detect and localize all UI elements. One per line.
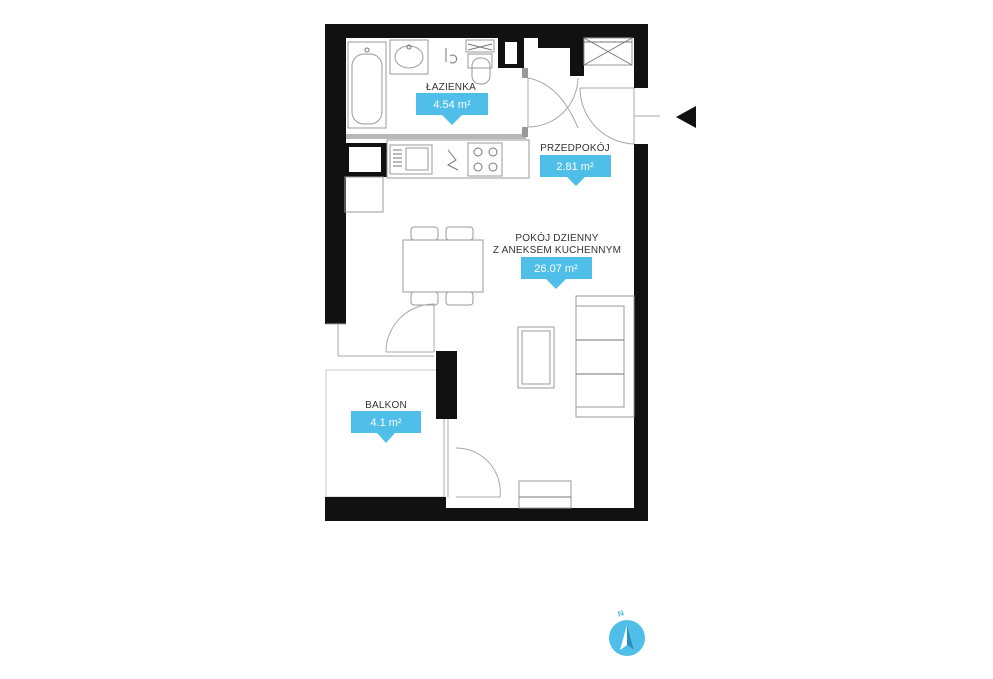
living-area: 26.07 m² <box>534 263 578 275</box>
hall-area: 2.81 m² <box>556 161 594 173</box>
washing-machine <box>445 48 458 64</box>
living-area-badge <box>521 257 592 289</box>
hall-label: PRZEDPOKÓJ 2.81 m² <box>540 141 611 186</box>
compass-icon: N <box>609 608 645 656</box>
balcony-label: BALKON 4.1 m² <box>351 400 421 443</box>
kitchen-sink-icon <box>389 144 433 175</box>
bathroom-area: 4.54 m² <box>433 99 471 111</box>
living-label: POKÓJ DZIENNY Z ANEKSEM KUCHENNYM 26.07 … <box>493 231 621 289</box>
walls <box>325 24 648 521</box>
balcony-area-badge <box>351 411 421 443</box>
compass-label: N <box>617 608 626 619</box>
balcony-side-door <box>443 419 501 498</box>
stove-icon <box>467 142 503 177</box>
balcony-window-door <box>326 303 435 357</box>
ventilation-shaft <box>583 37 633 66</box>
living-name-line1: POKÓJ DZIENNY <box>515 231 598 244</box>
bathroom-name: ŁAZIENKA <box>426 82 476 93</box>
hall-area-badge <box>540 155 611 186</box>
bathroom-area-badge <box>416 93 488 125</box>
toilet-icon <box>465 39 495 85</box>
living-name-line2: Z ANEKSEM KUCHENNYM <box>493 245 621 256</box>
sink-icon <box>389 39 429 75</box>
bathtub-icon <box>347 41 387 129</box>
bathroom-label: ŁAZIENKA 4.54 m² <box>416 82 488 125</box>
bathroom-door <box>527 77 579 129</box>
entrance-arrow-icon <box>676 106 696 128</box>
tv-cabinet <box>518 480 572 509</box>
sofa <box>575 295 635 418</box>
entrance-door <box>579 87 660 145</box>
coffee-table <box>517 326 555 389</box>
balcony-name: BALKON <box>365 400 407 411</box>
kitchen-counter <box>344 139 530 213</box>
balcony-area: 4.1 m² <box>370 417 402 429</box>
hall-name: PRZEDPOKÓJ <box>540 141 610 154</box>
